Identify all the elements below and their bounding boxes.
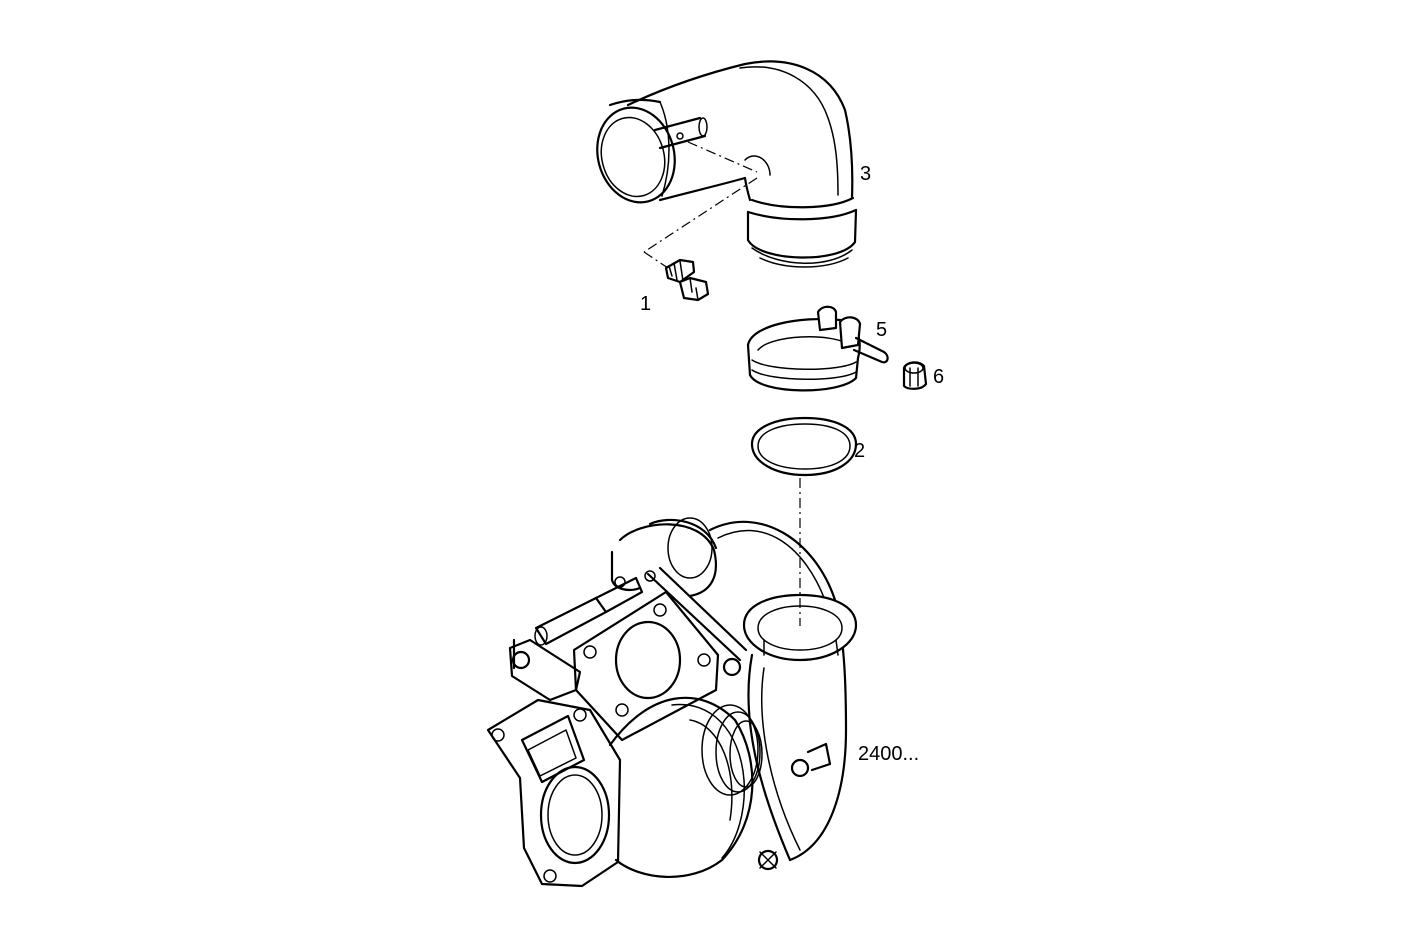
v-band-clamp[interactable] — [746, 305, 889, 392]
plug-screw[interactable] — [664, 258, 710, 302]
callout-part-3: 3 — [860, 163, 871, 185]
elbow-pipe[interactable] — [587, 60, 858, 268]
clamp-nut[interactable] — [902, 361, 928, 390]
callout-part-1: 1 — [640, 293, 651, 315]
turbocharger-assembly[interactable] — [486, 517, 858, 888]
callout-part-6: 6 — [933, 366, 944, 388]
assembly-dash-lines — [643, 141, 801, 626]
callout-assembly: 2400... — [858, 743, 919, 765]
callout-part-2: 2 — [854, 440, 865, 462]
callout-part-5: 5 — [876, 319, 887, 341]
o-ring-seal[interactable] — [750, 416, 858, 477]
